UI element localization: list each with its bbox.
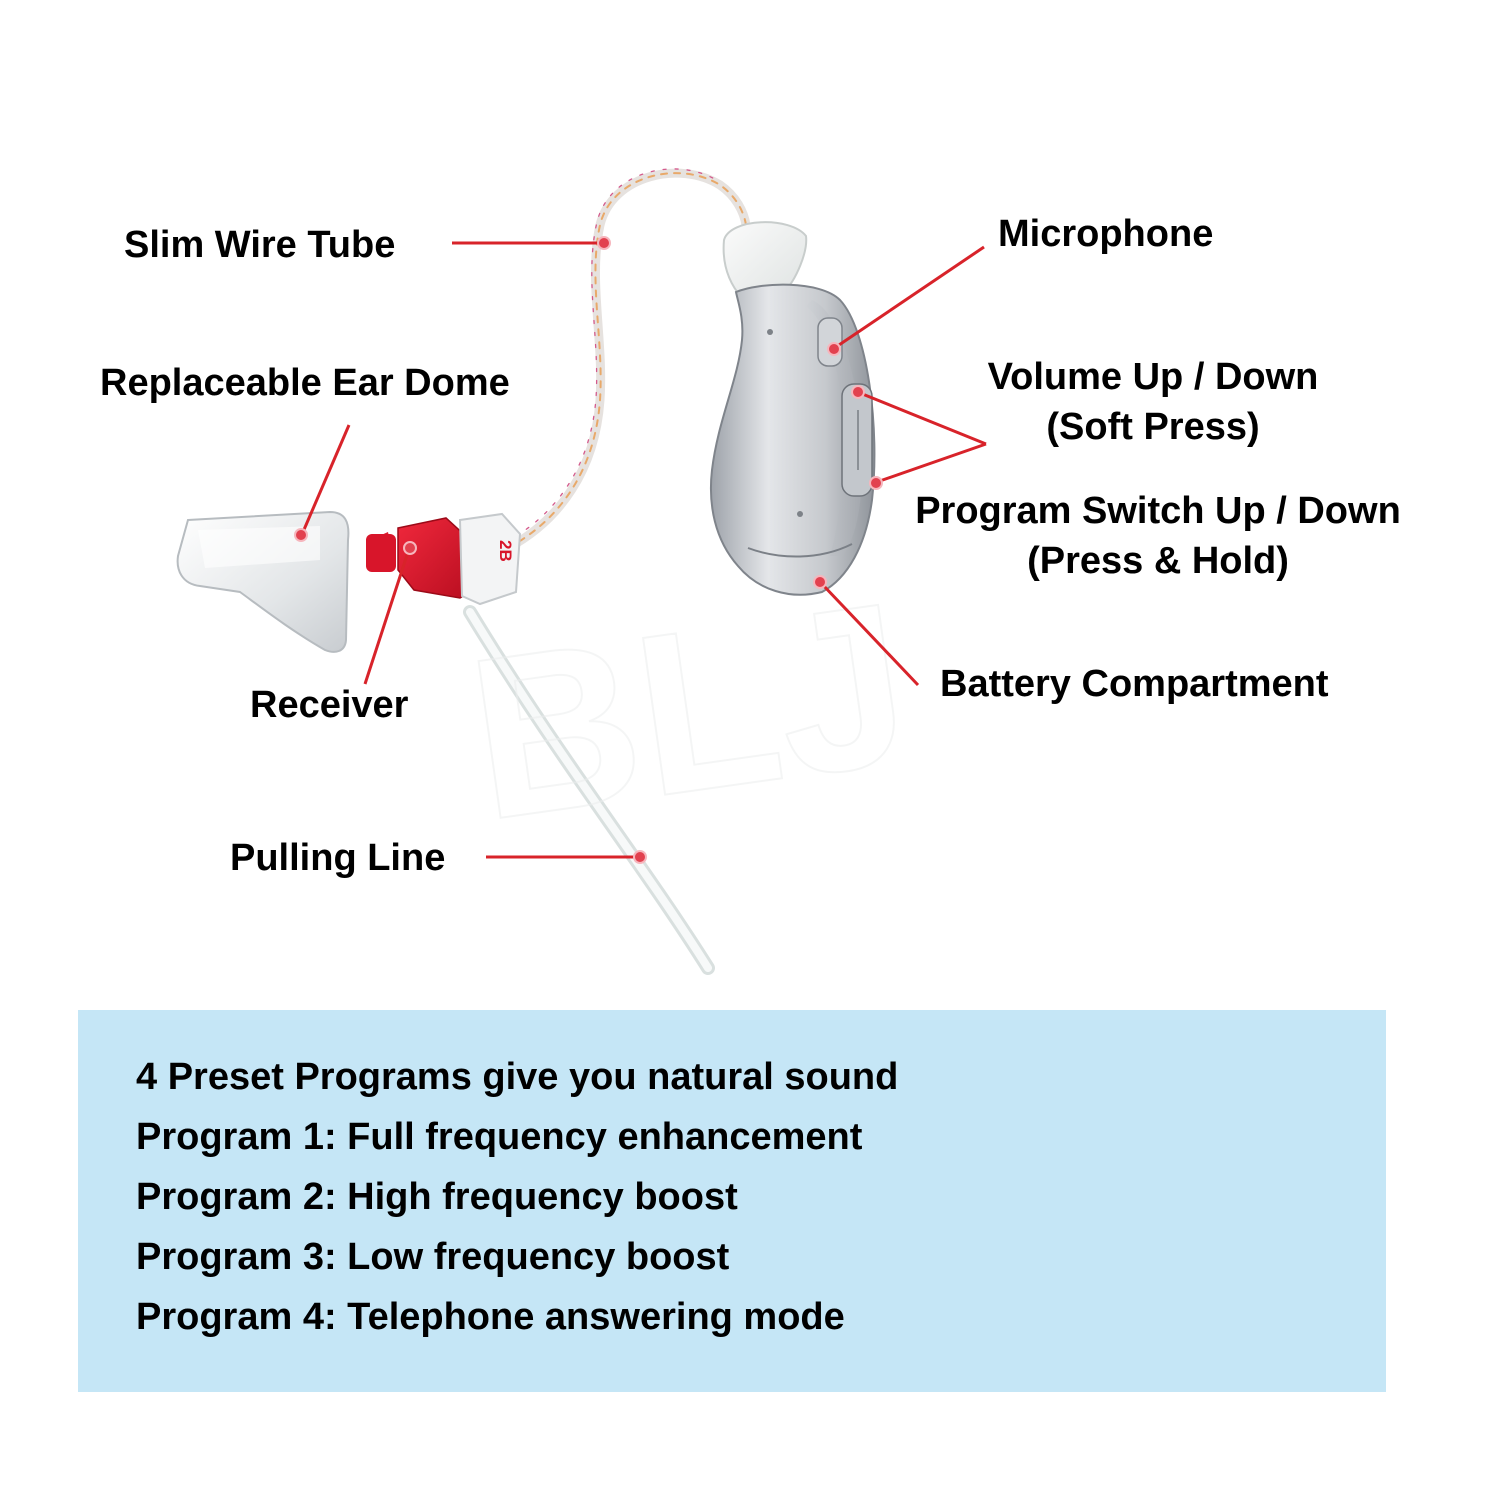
callout-line-battery bbox=[820, 582, 920, 687]
callout-dot-slim-wire-tube bbox=[597, 236, 611, 250]
callout-dot-pulling-line bbox=[633, 850, 647, 864]
watermark: BLJ bbox=[456, 553, 922, 868]
label-pulling-line: Pulling Line bbox=[230, 837, 446, 879]
label-volume-line-1: Volume Up / Down bbox=[987, 356, 1319, 398]
callout-dot-volume bbox=[851, 385, 865, 399]
label-program-line-1: Program Switch Up / Down bbox=[915, 490, 1401, 532]
label-slim-wire-tube: Slim Wire Tube bbox=[124, 224, 396, 266]
label-replaceable-ear-dome: Replaceable Ear Dome bbox=[100, 362, 510, 404]
info-line-program-1: Program 1: Full frequency enhancement bbox=[136, 1116, 863, 1158]
pulling-line bbox=[463, 605, 715, 975]
callout-line-receiver bbox=[363, 551, 410, 685]
callout-line-volume bbox=[859, 391, 987, 446]
receiver-marking: 2B bbox=[496, 540, 515, 562]
label-program-line-2: (Press & Hold) bbox=[1027, 540, 1289, 582]
info-line-heading: 4 Preset Programs give you natural sound bbox=[136, 1056, 899, 1098]
label-battery-compartment: Battery Compartment bbox=[940, 663, 1329, 705]
label-volume-up-down: Volume Up / Down (Soft Press) bbox=[952, 358, 1354, 446]
label-microphone: Microphone bbox=[998, 213, 1214, 255]
label-receiver: Receiver bbox=[250, 684, 409, 726]
hearing-aid-body bbox=[709, 221, 876, 596]
receiver: 2B bbox=[366, 512, 522, 606]
callout-dot-battery bbox=[813, 575, 827, 589]
callout-line-microphone bbox=[835, 245, 985, 349]
label-volume-line-2: (Soft Press) bbox=[1046, 406, 1260, 448]
slim-wire-tube bbox=[503, 168, 751, 553]
callout-line-ear-dome bbox=[301, 424, 351, 533]
callout-line-program bbox=[873, 442, 987, 485]
callout-dot-microphone bbox=[827, 342, 841, 356]
callout-dot-receiver bbox=[403, 541, 417, 555]
callout-dot-program bbox=[869, 476, 883, 490]
label-program-switch: Program Switch Up / Down (Press & Hold) bbox=[880, 492, 1436, 580]
programs-info-panel: 4 Preset Programs give you natural sound… bbox=[78, 1010, 1386, 1392]
ear-dome bbox=[176, 510, 350, 653]
info-line-program-3: Program 3: Low frequency boost bbox=[136, 1236, 730, 1278]
callout-dot-ear-dome bbox=[294, 528, 308, 542]
info-line-program-4: Program 4: Telephone answering mode bbox=[136, 1296, 845, 1338]
info-line-program-2: Program 2: High frequency boost bbox=[136, 1176, 738, 1218]
